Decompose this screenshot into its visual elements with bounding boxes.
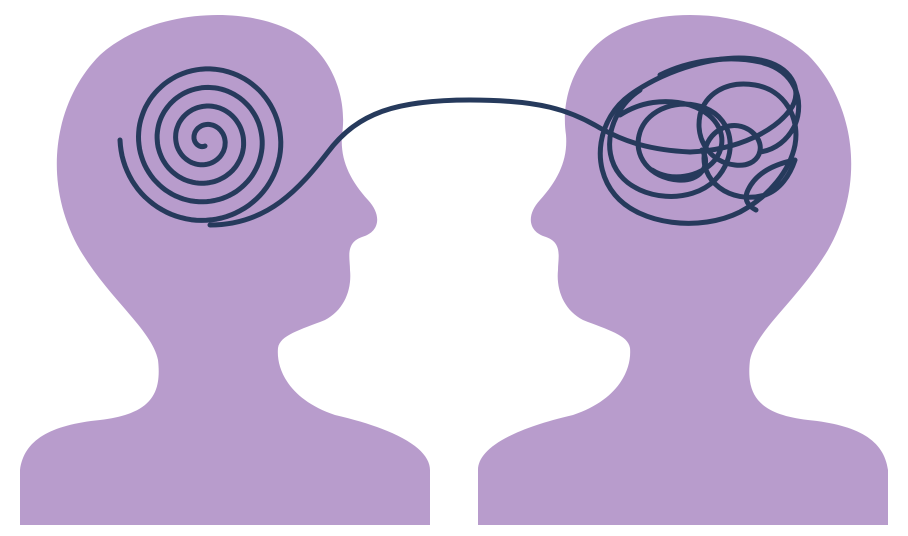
spiral-icon — [117, 66, 284, 223]
tangled-scribble-icon — [597, 55, 802, 226]
right-head-silhouette-icon — [478, 15, 888, 526]
